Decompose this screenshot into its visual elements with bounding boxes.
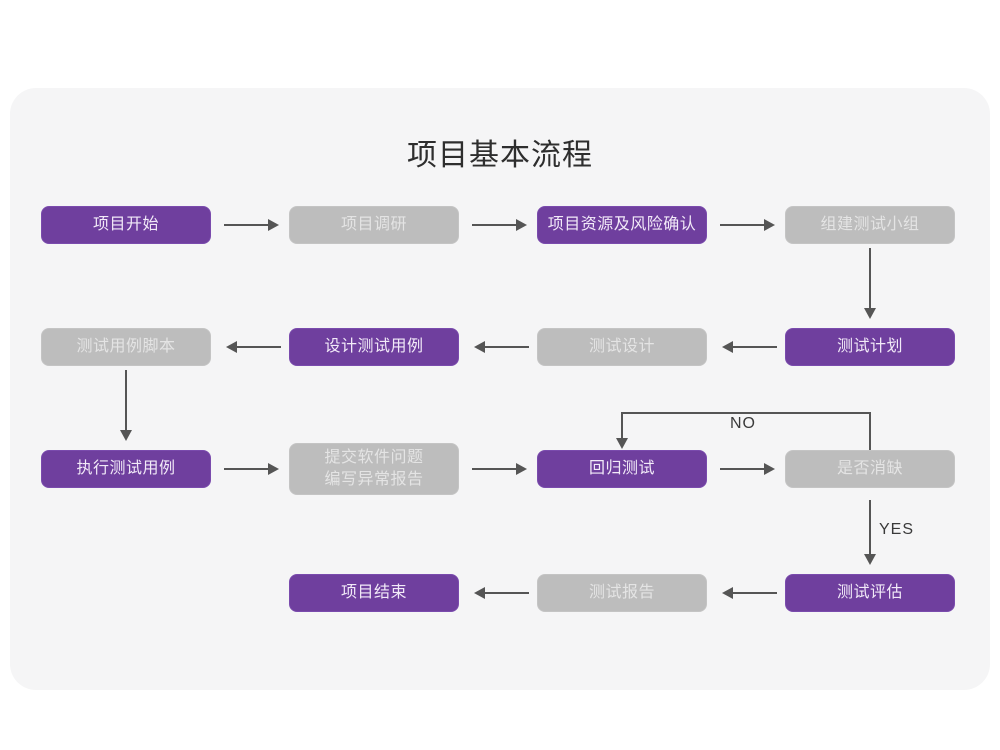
edge-n7-n8 xyxy=(235,346,281,348)
edge-n9-n10 xyxy=(224,468,270,470)
node-project-research[interactable]: 项目调研 xyxy=(289,206,459,244)
arrowhead-right-icon xyxy=(268,219,279,231)
edge-n4-n5 xyxy=(869,248,871,310)
node-label: 项目结束 xyxy=(340,584,407,601)
arrowhead-down-icon xyxy=(120,430,132,441)
edge-n13-n14 xyxy=(731,592,777,594)
node-defect-resolved-decision[interactable]: 是否消缺 xyxy=(785,450,955,488)
node-label: 项目开始 xyxy=(92,216,159,233)
node-label: 组建测试小组 xyxy=(820,216,920,233)
node-label: 执行测试用例 xyxy=(76,460,176,477)
node-label: 测试报告 xyxy=(588,584,655,601)
arrowhead-right-icon xyxy=(516,463,527,475)
node-label-line2: 编写异常报告 xyxy=(324,471,424,488)
edge-yes xyxy=(869,500,871,556)
node-project-start[interactable]: 项目开始 xyxy=(41,206,211,244)
node-test-report[interactable]: 测试报告 xyxy=(537,574,707,612)
edge-label-yes: YES xyxy=(879,521,915,538)
node-label: 回归测试 xyxy=(588,460,655,477)
node-test-case-script[interactable]: 测试用例脚本 xyxy=(41,328,211,366)
arrowhead-down-icon xyxy=(864,308,876,319)
arrowhead-left-icon xyxy=(474,341,485,353)
arrowhead-right-icon xyxy=(268,463,279,475)
node-regression-test[interactable]: 回归测试 xyxy=(537,450,707,488)
edge-n2-n3 xyxy=(472,224,518,226)
edge-n11-n12 xyxy=(720,468,766,470)
node-test-evaluation[interactable]: 测试评估 xyxy=(785,574,955,612)
edge-n6-n7 xyxy=(483,346,529,348)
arrowhead-right-icon xyxy=(516,219,527,231)
page-title: 项目基本流程 xyxy=(407,139,593,172)
node-test-design[interactable]: 测试设计 xyxy=(537,328,707,366)
node-label: 测试设计 xyxy=(588,338,655,355)
node-label-line1: 提交软件问题 xyxy=(324,449,424,466)
arrowhead-left-icon xyxy=(722,341,733,353)
arrowhead-left-icon xyxy=(722,587,733,599)
edge-no-riser xyxy=(869,412,871,450)
edge-n14-n15 xyxy=(483,592,529,594)
node-resource-risk-confirm[interactable]: 项目资源及风险确认 xyxy=(537,206,707,244)
node-label: 项目资源及风险确认 xyxy=(547,216,697,233)
edge-n3-n4 xyxy=(720,224,766,226)
node-label: 是否消缺 xyxy=(836,460,903,477)
node-test-plan[interactable]: 测试计划 xyxy=(785,328,955,366)
edge-no-span xyxy=(621,412,871,414)
arrowhead-left-icon xyxy=(226,341,237,353)
edge-n8-n9 xyxy=(125,370,127,432)
node-submit-issue-report[interactable]: 提交软件问题 编写异常报告 xyxy=(289,443,459,495)
node-label: 项目调研 xyxy=(340,216,407,233)
node-label: 设计测试用例 xyxy=(324,338,424,355)
edge-n5-n6 xyxy=(731,346,777,348)
arrowhead-right-icon xyxy=(764,219,775,231)
arrowhead-left-icon xyxy=(474,587,485,599)
node-label: 测试用例脚本 xyxy=(76,338,176,355)
arrowhead-right-icon xyxy=(764,463,775,475)
node-execute-test-case[interactable]: 执行测试用例 xyxy=(41,450,211,488)
node-label: 测试计划 xyxy=(836,338,903,355)
node-label: 测试评估 xyxy=(836,584,903,601)
node-design-test-case[interactable]: 设计测试用例 xyxy=(289,328,459,366)
edge-no-drop xyxy=(621,412,623,440)
edge-n10-n11 xyxy=(472,468,518,470)
node-project-end[interactable]: 项目结束 xyxy=(289,574,459,612)
edge-label-no: NO xyxy=(730,415,756,432)
arrowhead-down-icon xyxy=(864,554,876,565)
arrowhead-down-icon xyxy=(616,438,628,449)
edge-n1-n2 xyxy=(224,224,270,226)
node-build-test-team[interactable]: 组建测试小组 xyxy=(785,206,955,244)
